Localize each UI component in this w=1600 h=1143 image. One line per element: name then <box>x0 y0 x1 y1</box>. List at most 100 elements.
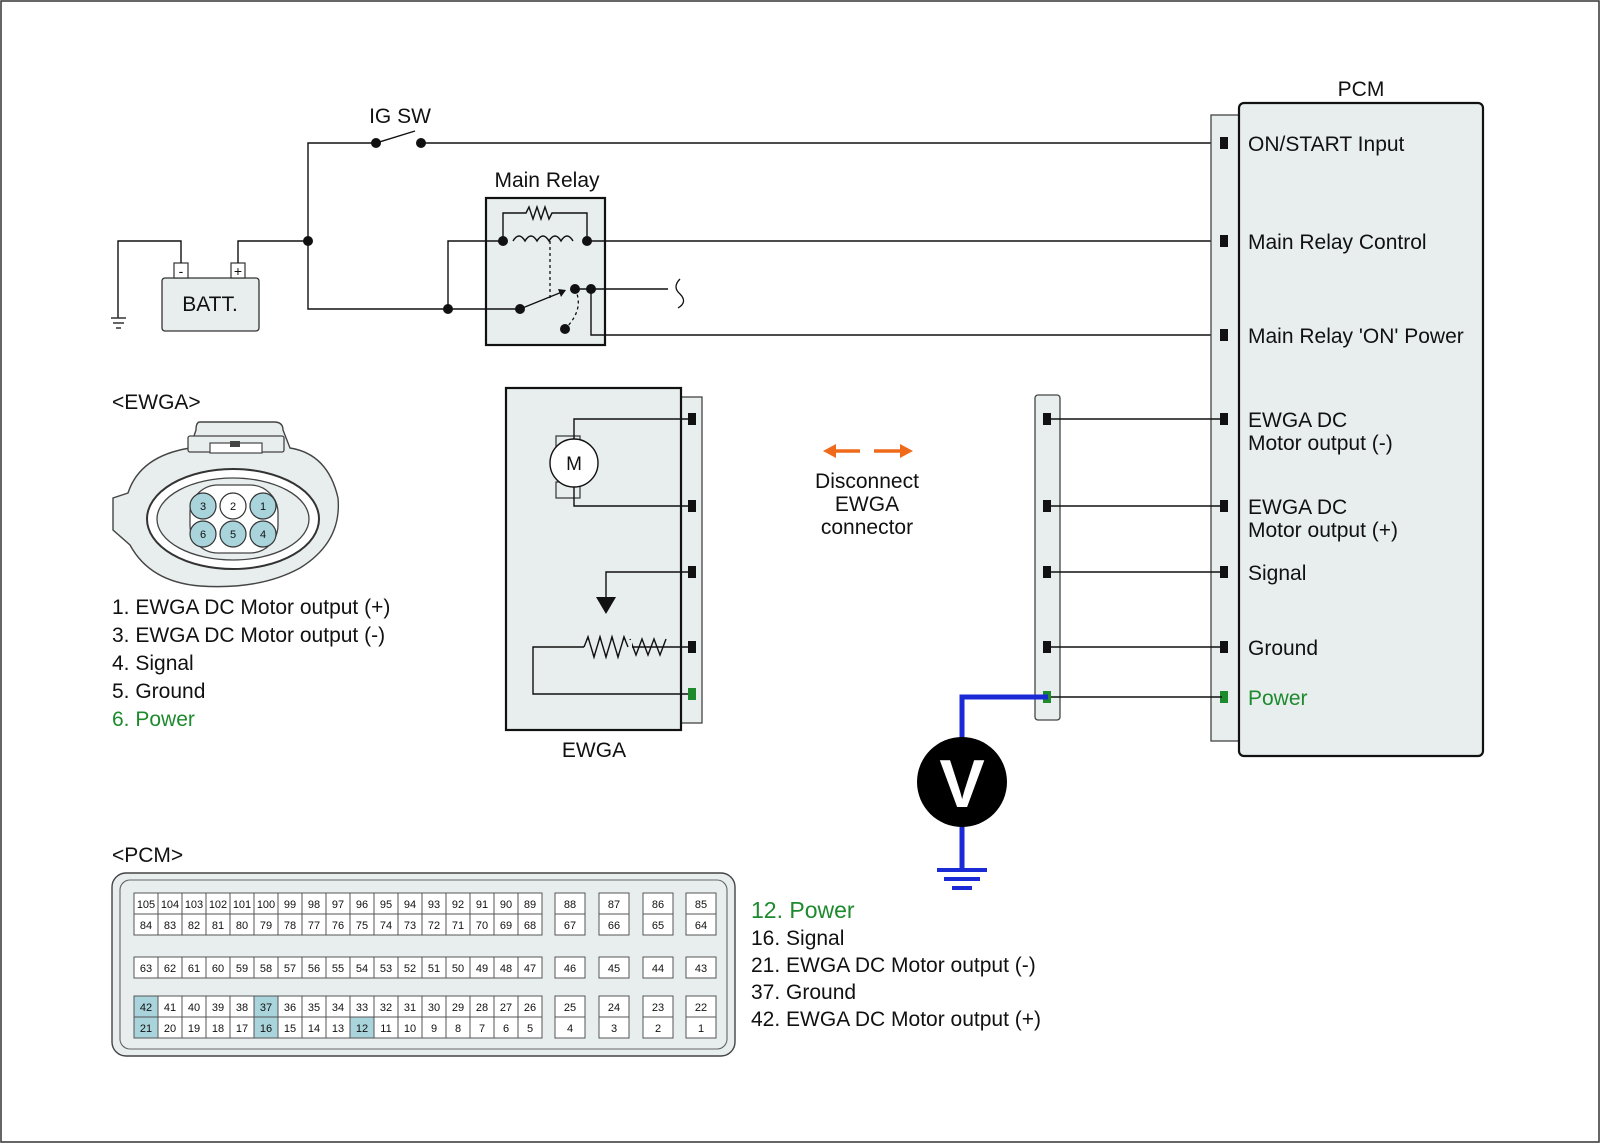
main-relay-label: Main Relay <box>494 169 600 192</box>
ewga-pin: 3 <box>189 492 217 520</box>
svg-text:43: 43 <box>695 963 707 975</box>
harness-terminal <box>1043 641 1051 653</box>
pcm-cell: 77 <box>301 913 327 936</box>
ewga-terminal <box>688 641 696 653</box>
svg-text:31: 31 <box>404 1002 416 1014</box>
power-supply-circuit: BATT. - + IG SW Main Relay <box>111 105 1222 347</box>
svg-text:59: 59 <box>236 963 248 975</box>
pcm-cell: 1 <box>685 1016 717 1039</box>
ewga-legend-item: 1. EWGA DC Motor output (+) <box>112 596 390 619</box>
pcm-cell: 65 <box>642 913 674 936</box>
pcm-cell: 100 <box>253 892 279 915</box>
svg-text:16: 16 <box>260 1023 272 1035</box>
svg-text:100: 100 <box>257 899 275 911</box>
pcm-cell: 66 <box>598 913 630 936</box>
pcm-cell: 35 <box>301 995 327 1018</box>
pcm-cell: 30 <box>421 995 447 1018</box>
pcm-cell: 33 <box>349 995 375 1018</box>
pcm-terminal <box>1220 691 1228 703</box>
pcm-pin-label: Main Relay 'ON' Power <box>1248 325 1464 348</box>
pcm-cell: 90 <box>493 892 519 915</box>
pcm-cell: 43 <box>685 956 717 979</box>
wiper-arrow <box>596 597 616 614</box>
pcm-cell: 32 <box>373 995 399 1018</box>
pcm-cell: 80 <box>229 913 255 936</box>
pcm-cell: 17 <box>229 1016 255 1039</box>
pcm-cell: 31 <box>397 995 423 1018</box>
svg-text:93: 93 <box>428 899 440 911</box>
svg-text:81: 81 <box>212 920 224 932</box>
pcm-pin-label: EWGA DC <box>1248 496 1347 519</box>
svg-text:15: 15 <box>284 1023 296 1035</box>
svg-text:57: 57 <box>284 963 296 975</box>
pcm-cell: 42 <box>133 995 159 1018</box>
pcm-terminal <box>1220 500 1228 512</box>
pcm-cell: 27 <box>493 995 519 1018</box>
pcm-pin-label: Signal <box>1248 562 1306 585</box>
svg-text:23: 23 <box>652 1002 664 1014</box>
pcm-cell: 96 <box>349 892 375 915</box>
harness-terminal <box>1043 566 1051 578</box>
pcm-cell: 79 <box>253 913 279 936</box>
svg-text:90: 90 <box>500 899 512 911</box>
pcm-cell: 16 <box>253 1016 279 1039</box>
svg-text:52: 52 <box>404 963 416 975</box>
pcm-cell: 25 <box>554 995 586 1018</box>
svg-text:5: 5 <box>230 529 236 541</box>
svg-text:44: 44 <box>652 963 664 975</box>
pcm-cell: 44 <box>642 956 674 979</box>
svg-text:6: 6 <box>200 529 206 541</box>
ewga-legend-item: 6. Power <box>112 708 195 731</box>
svg-text:42: 42 <box>140 1002 152 1014</box>
svg-text:94: 94 <box>404 899 416 911</box>
ewga-terminal-power <box>688 688 696 700</box>
pcm-cell: 105 <box>133 892 159 915</box>
ewga-label: EWGA <box>562 739 626 762</box>
pcm-pin-label: Ground <box>1248 637 1318 660</box>
svg-text:3: 3 <box>200 501 206 513</box>
pcm-cell: 74 <box>373 913 399 936</box>
pcm-cell: 87 <box>598 892 630 915</box>
svg-text:38: 38 <box>236 1002 248 1014</box>
svg-text:51: 51 <box>428 963 440 975</box>
svg-text:53: 53 <box>380 963 392 975</box>
pcm-cell: 103 <box>181 892 207 915</box>
svg-text:76: 76 <box>332 920 344 932</box>
ewga-terminal <box>688 413 696 425</box>
pcm-cell: 48 <box>493 956 519 979</box>
pcm-cell: 97 <box>325 892 351 915</box>
pcm-terminal <box>1220 235 1228 247</box>
pcm-cell: 62 <box>157 956 183 979</box>
pcm-cell: 59 <box>229 956 255 979</box>
voltmeter: V <box>917 694 1048 890</box>
ground-icon <box>937 868 987 890</box>
motor-label: M <box>566 454 582 475</box>
pcm-cell: 12 <box>349 1016 375 1039</box>
pcm-legend-item: 42. EWGA DC Motor output (+) <box>751 1008 1041 1031</box>
svg-text:102: 102 <box>209 899 227 911</box>
svg-text:64: 64 <box>695 920 707 932</box>
pcm-cell: 73 <box>397 913 423 936</box>
pcm-cell: 102 <box>205 892 231 915</box>
pcm-cell: 63 <box>133 956 159 979</box>
pcm-cell: 5 <box>517 1016 543 1039</box>
svg-text:37: 37 <box>260 1002 272 1014</box>
harness-connector <box>1034 394 1222 721</box>
pcm-cell: 88 <box>554 892 586 915</box>
svg-text:36: 36 <box>284 1002 296 1014</box>
pcm-cell: 6 <box>493 1016 519 1039</box>
ig-switch-blade <box>375 130 416 144</box>
pcm-cell: 36 <box>277 995 303 1018</box>
svg-text:65: 65 <box>652 920 664 932</box>
svg-text:2: 2 <box>230 501 236 513</box>
pcm-cell: 23 <box>642 995 674 1018</box>
pcm-cell: 64 <box>685 913 717 936</box>
svg-text:103: 103 <box>185 899 203 911</box>
ewga-legend-item: 3. EWGA DC Motor output (-) <box>112 624 385 647</box>
pcm-cell: 53 <box>373 956 399 979</box>
svg-text:54: 54 <box>356 963 368 975</box>
svg-text:70: 70 <box>476 920 488 932</box>
svg-text:9: 9 <box>431 1023 437 1035</box>
